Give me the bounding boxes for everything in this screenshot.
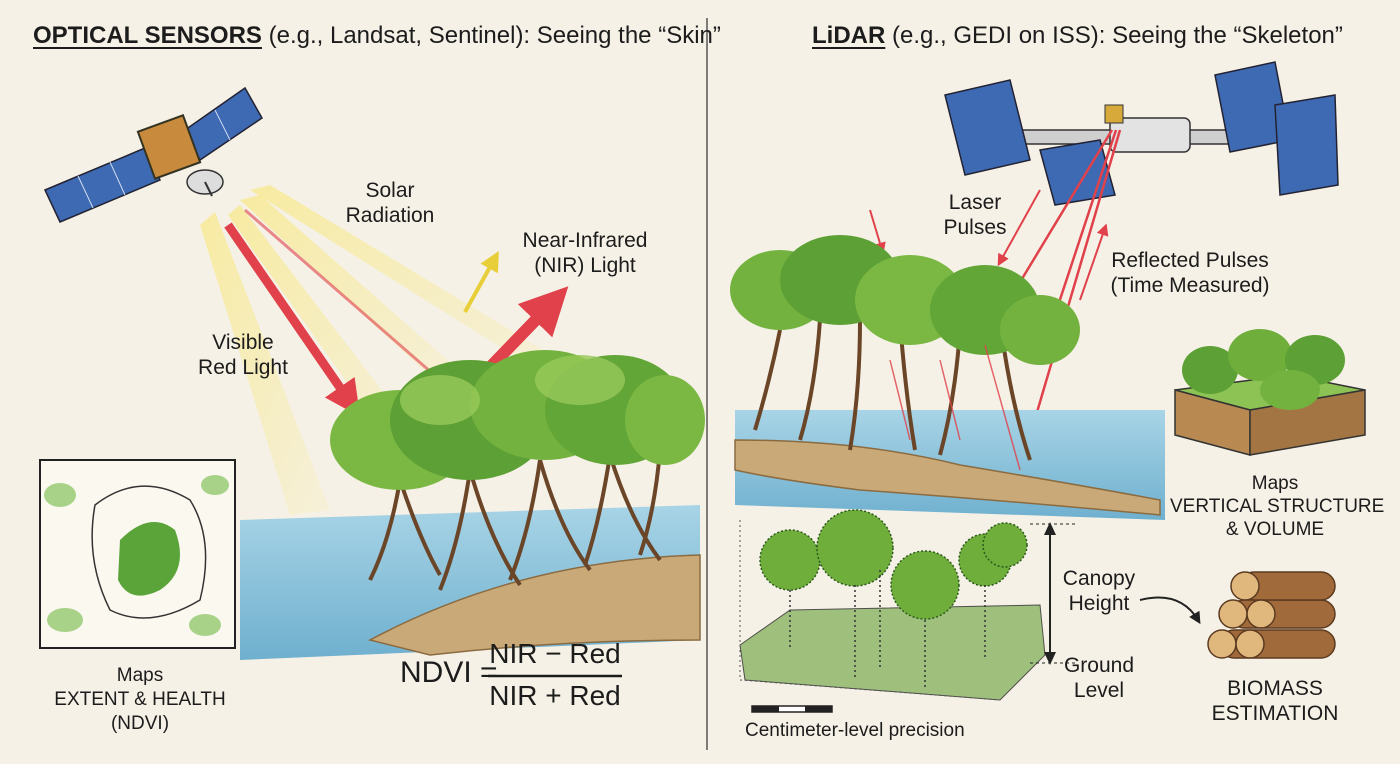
reflected-pulses-label: Reflected Pulses(Time Measured) — [1110, 249, 1270, 297]
solar-light-beams — [200, 185, 560, 515]
precision-scale-bar — [751, 705, 833, 713]
landsat-satellite-icon — [43, 86, 263, 223]
optical-panel-title: OPTICAL SENSORS (e.g., Landsat, Sentinel… — [33, 22, 721, 50]
shore-right — [734, 439, 1161, 516]
laser-down-arrow — [997, 189, 1041, 267]
iss-space-station-icon — [944, 61, 1339, 206]
optical-title-rest: (e.g., Landsat, Sentinel): Seeing the “S… — [261, 22, 721, 49]
extent-health-map — [39, 459, 236, 649]
vertical-structure-block — [1174, 329, 1366, 456]
ndvi-lhs: NDVI = — [400, 656, 498, 689]
visible-red-light-arrow — [224, 222, 361, 417]
mangrove-forest-right — [730, 235, 1080, 461]
biomass-arrow — [1139, 596, 1201, 625]
ndvi-numerator: NIR − Red — [489, 638, 621, 669]
reflected-up-arrow — [1079, 223, 1109, 301]
lidar-point-cloud — [739, 509, 1046, 701]
optical-title-strong: OPTICAL SENSORS — [33, 22, 262, 49]
nir-light-label: Near-Infrared(NIR) Light — [522, 229, 648, 277]
reflected-beams — [889, 344, 1021, 471]
lidar-title-strong: LiDAR — [812, 22, 886, 49]
ndvi-denominator: NIR + Red — [489, 680, 621, 711]
pulse-arrow-small — [869, 209, 886, 255]
lidar-title-rest: (e.g., GEDI on ISS): Seeing the “Skeleto… — [885, 22, 1343, 49]
precision-label: Centimeter-level precision — [745, 720, 965, 741]
mangrove-forest-left — [330, 350, 705, 591]
lidar-panel-title: LiDAR (e.g., GEDI on ISS): Seeing the “S… — [812, 22, 1343, 50]
nir-yellow-arrow — [463, 251, 499, 313]
log-pile-icon — [1207, 571, 1336, 659]
shore-left — [367, 554, 701, 656]
